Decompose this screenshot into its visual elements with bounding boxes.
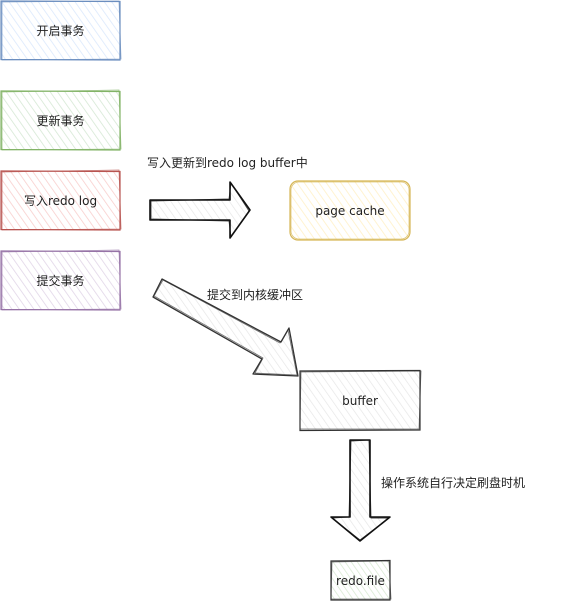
write-redo-log-box[interactable] [0,169,122,231]
start-tx-label: 开启事务 [36,23,85,38]
update-tx-label: 更新事务 [36,113,85,128]
write-redo-log-label: 写入redo log [23,193,98,208]
update-tx-box[interactable] [0,89,122,151]
commit-to-kernel-edge-label: 提交到内核缓冲区 [207,288,304,302]
buffer-label: buffer [342,393,378,408]
commit-tx-box[interactable] [0,249,122,311]
commit-tx-label: 提交事务 [36,273,85,288]
start-tx-box[interactable] [0,0,122,61]
redo-file-box[interactable] [330,559,392,601]
write-to-buffer-edge-label: 写入更新到redo log buffer中 [147,156,308,170]
page-cache-label: page cache [315,203,385,218]
redo-file-label: redo.file [336,573,385,588]
buffer-to-redo-file-arrow [330,439,391,542]
os-flush-edge-label: 操作系统自行决定刷盘时机 [381,476,526,490]
write-to-page-cache-arrow [149,181,251,239]
page-cache-box[interactable] [289,180,411,241]
commit-to-buffer-arrow [152,278,299,377]
buffer-box[interactable] [299,369,422,432]
